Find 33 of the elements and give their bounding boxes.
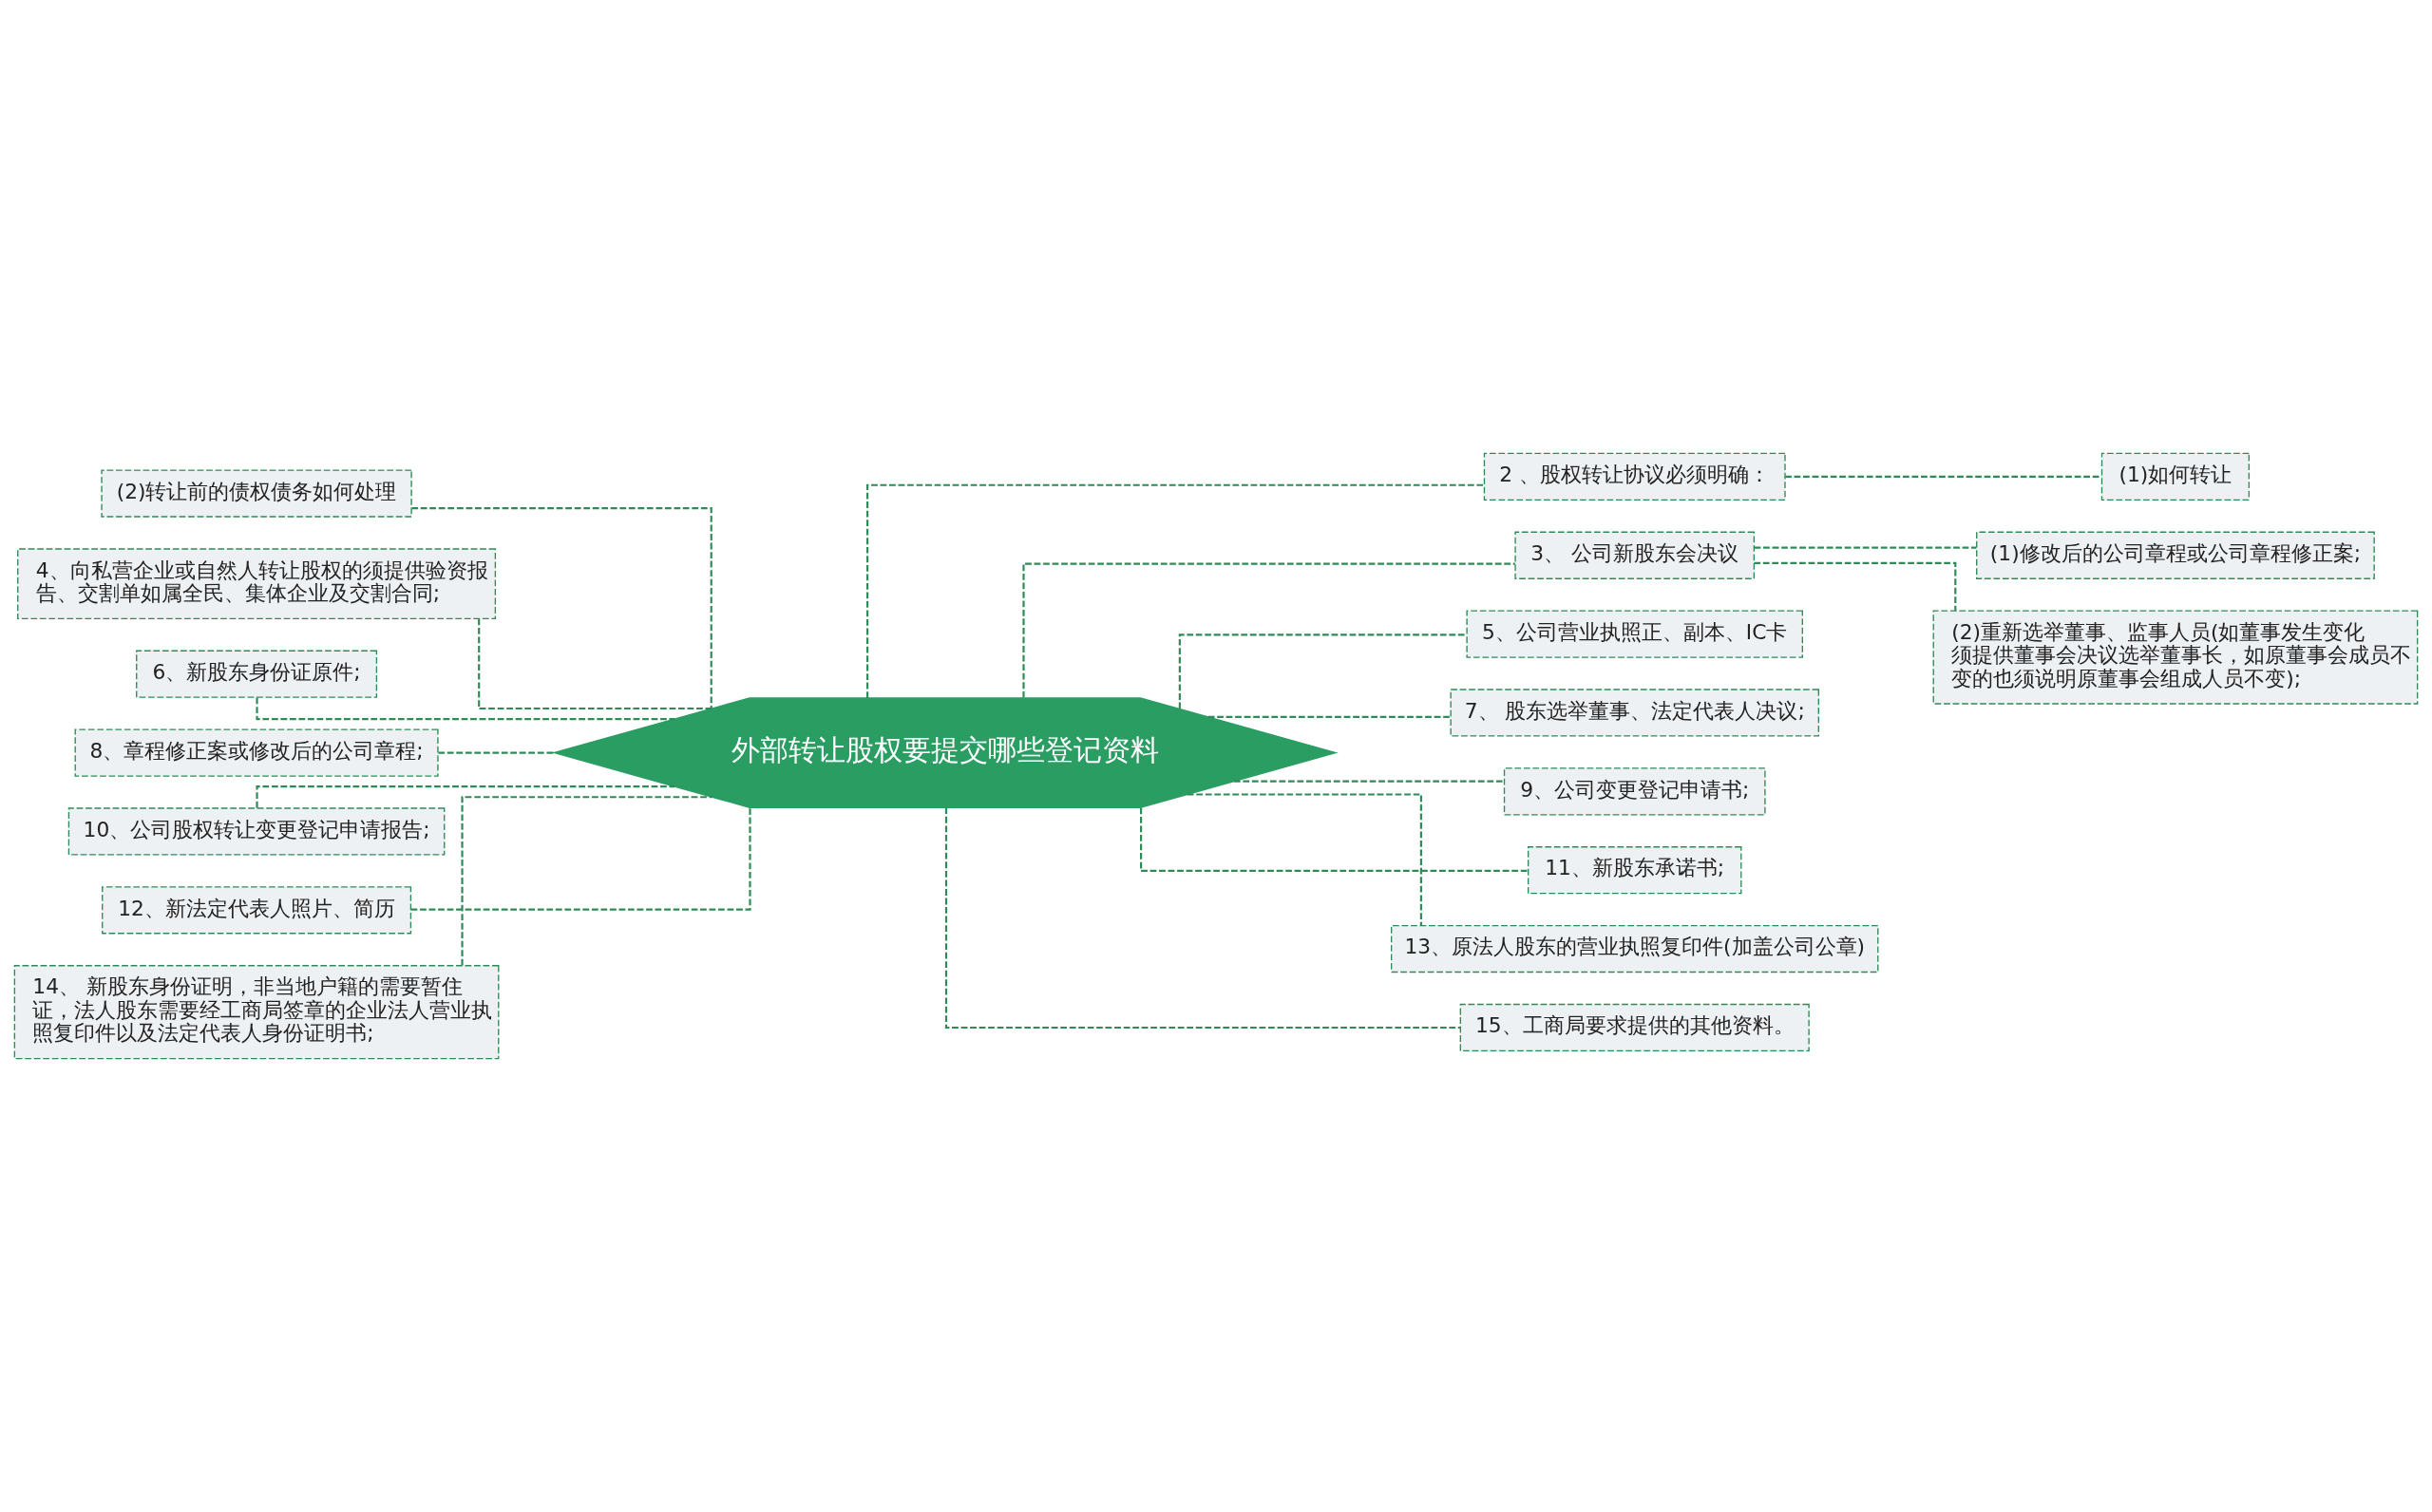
connector xyxy=(866,483,1485,698)
node-box: 4、向私营企业或自然人转让股权的须提供验资报告、交割单如属全民、集体企业及交割合同; xyxy=(17,548,497,619)
node-box: (2)转让前的债权债务如何处理 xyxy=(101,469,412,518)
connector xyxy=(478,618,712,710)
connector xyxy=(1207,715,1451,718)
node-box: 12、新法定代表人照片、简历 xyxy=(102,886,412,935)
connector xyxy=(1140,807,1529,872)
node-box: 15、工商局要求提供的其他资料。 xyxy=(1459,1003,1810,1052)
node-box: 5、公司营业执照正、副本、IC卡 xyxy=(1466,610,1803,658)
node-box: (1)如何转让 xyxy=(2100,452,2251,501)
node-box: 6、新股东身份证原件; xyxy=(136,650,378,698)
node-box: 3、 公司新股东会决议 xyxy=(1514,531,1756,579)
connector xyxy=(1754,561,1957,612)
node-box: 8、章程修正案或修改后的公司章程; xyxy=(74,728,439,777)
connector xyxy=(1233,780,1505,783)
node-box: 13、原法人股东的营业执照复印件(加盖公司公章) xyxy=(1390,924,1879,973)
connector xyxy=(461,796,712,966)
connector xyxy=(1754,546,1977,549)
node-box: 10、公司股权转让变更登记申请报告; xyxy=(67,807,446,856)
node-box: (1)修改后的公司章程或公司章程修正案; xyxy=(1976,531,2375,579)
connector xyxy=(1187,793,1422,926)
connector xyxy=(410,807,751,911)
connector xyxy=(438,751,554,754)
connector xyxy=(1022,562,1515,698)
node-box: 7、 股东选举董事、法定代表人决议; xyxy=(1450,689,1819,737)
node-box: 11、新股东承诺书; xyxy=(1527,846,1742,895)
node-box: 9、公司变更登记申请书; xyxy=(1503,767,1766,816)
connector xyxy=(1178,633,1468,709)
node-box: 14、 新股东身份证明，非当地户籍的需要暂住证，法人股东需要经工商局签章的企业法人营业执照复印件以及法定代表人身份证明书; xyxy=(13,965,500,1060)
connector xyxy=(944,807,1460,1030)
node-box: 2 、股权转让协议必须明确： xyxy=(1483,452,1786,501)
node-box: (2)重新选举董事、监事人员(如董事发生变化须提供董事会决议选举董事长，如原董事会成员不变的也须说明原董事会组成人员不变); xyxy=(1932,610,2419,705)
connector xyxy=(411,507,712,709)
